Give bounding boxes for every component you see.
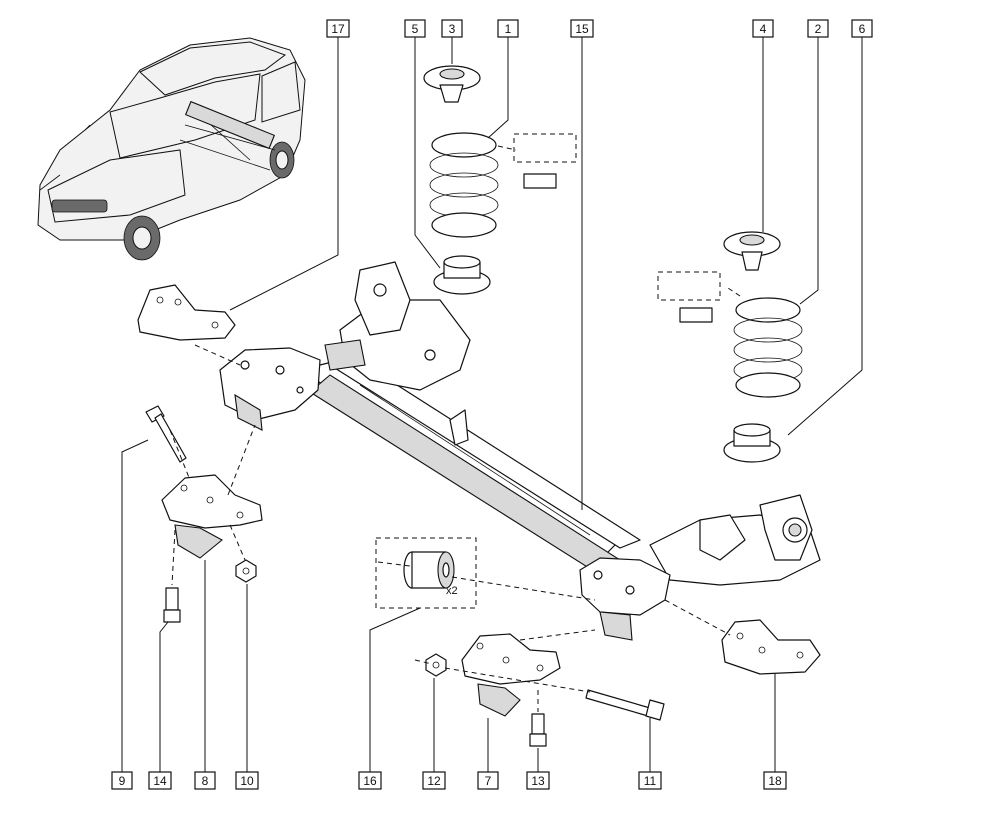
callout-18-label: 18 — [768, 774, 782, 788]
nut-right — [425, 653, 447, 677]
spring-identification-label-right — [679, 307, 713, 323]
callout-2-label: 2 — [815, 22, 822, 36]
callout-14: 14 — [148, 771, 172, 790]
callout-3-label: 3 — [449, 22, 456, 36]
callout-16-label: 16 — [363, 774, 377, 788]
spring-paint-mark-box-right — [657, 271, 721, 301]
callout-7-label: 7 — [485, 774, 492, 788]
callout-3: 3 — [441, 19, 463, 38]
callout-10: 10 — [235, 771, 259, 790]
callout-4-label: 4 — [760, 22, 767, 36]
callout-leader-lines — [121, 37, 863, 772]
callout-10-label: 10 — [240, 774, 254, 788]
callout-5: 5 — [404, 19, 426, 38]
assembly-guide-lines — [169, 145, 741, 712]
reinforcement-plate-left — [137, 284, 236, 341]
callout-15-label: 15 — [575, 22, 589, 36]
short-bolt-right — [529, 713, 547, 747]
callout-7: 7 — [477, 771, 499, 790]
upper-spring-cup-right — [723, 231, 781, 271]
mounting-bracket-left — [161, 474, 263, 559]
callout-9-label: 9 — [119, 774, 126, 788]
callout-16: 16 — [358, 771, 382, 790]
callout-6-label: 6 — [859, 22, 866, 36]
callout-15: 15 — [570, 19, 594, 38]
callout-2: 2 — [807, 19, 829, 38]
spring-paint-mark-box-left — [513, 133, 577, 163]
long-bolt-left — [145, 405, 187, 463]
mounting-bracket-right — [461, 633, 561, 717]
callout-4: 4 — [752, 19, 774, 38]
vehicle-illustration — [37, 37, 306, 261]
coil-spring-right — [733, 297, 803, 398]
callout-11: 11 — [638, 771, 662, 790]
short-bolt-left — [163, 587, 181, 623]
callout-8: 8 — [194, 771, 216, 790]
upper-spring-cup-left — [423, 65, 481, 103]
coil-spring-left — [429, 132, 499, 238]
silent-block-bushing — [375, 537, 477, 609]
callout-11-label: 11 — [644, 774, 657, 788]
reinforcement-plate-right — [721, 619, 821, 675]
callout-1: 1 — [497, 19, 519, 38]
nut-left — [235, 559, 257, 583]
callout-9: 9 — [111, 771, 133, 790]
lower-spring-seat-right — [723, 423, 781, 463]
callout-17: 17 — [326, 19, 350, 38]
callout-12: 12 — [422, 771, 446, 790]
callout-18: 18 — [763, 771, 787, 790]
callout-5-label: 5 — [412, 22, 419, 36]
bushing-quantity-label: x2 — [446, 585, 458, 597]
rear-axle-beam — [219, 261, 821, 641]
callout-6: 6 — [851, 19, 873, 38]
callout-13-label: 13 — [531, 774, 545, 788]
long-bolt-right — [585, 689, 665, 721]
callout-1-label: 1 — [505, 22, 512, 36]
callout-17-label: 17 — [331, 22, 345, 36]
callout-13: 13 — [526, 771, 550, 790]
callout-12-label: 12 — [427, 774, 441, 788]
spring-identification-label-left — [523, 173, 557, 189]
callout-8-label: 8 — [202, 774, 209, 788]
callout-14-label: 14 — [153, 774, 167, 788]
lower-spring-seat-left — [433, 255, 491, 295]
